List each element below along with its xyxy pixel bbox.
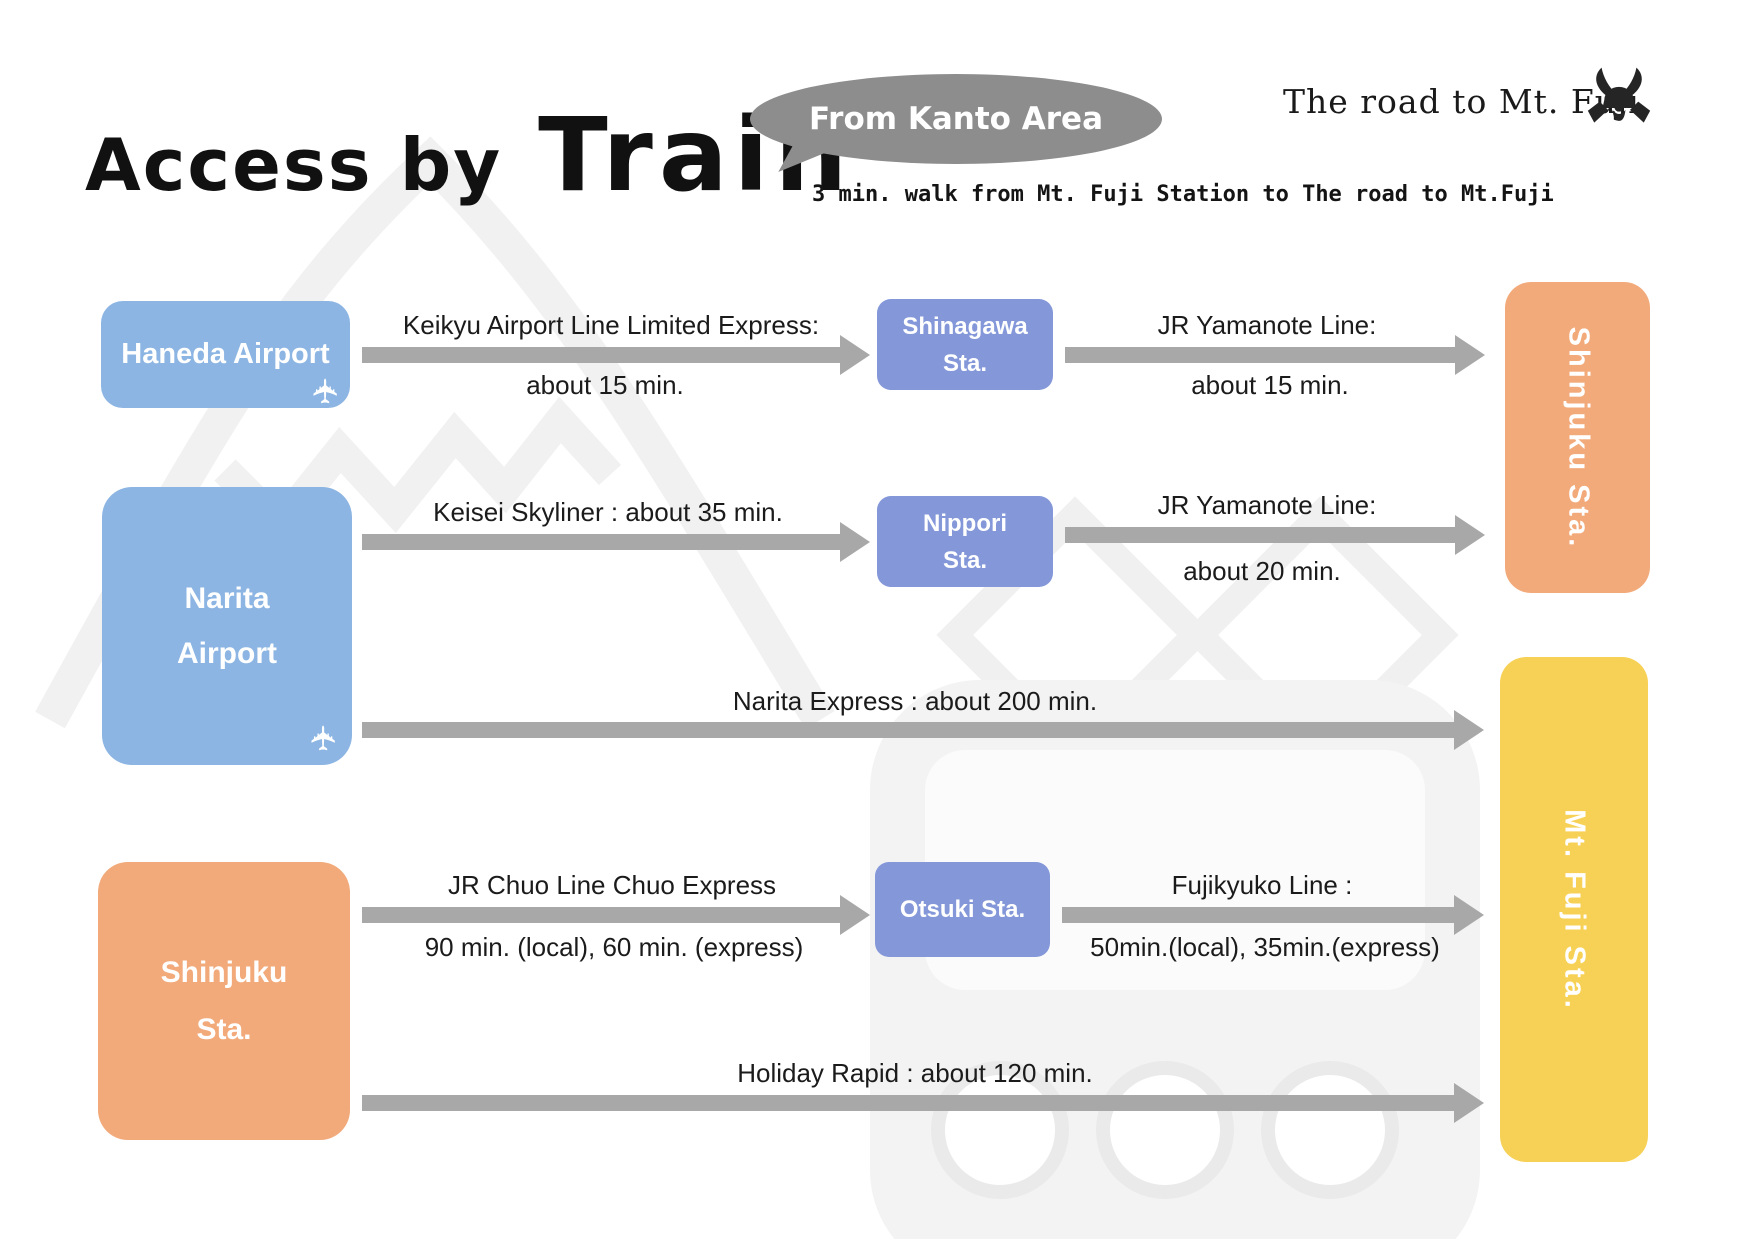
route-chuo-name: JR Chuo Line Chuo Express	[447, 870, 777, 900]
arrow-fujikyuko-head	[1454, 895, 1484, 935]
node-label: Mt. Fuji Sta.	[1558, 808, 1591, 1011]
arrow-keikyu	[362, 347, 840, 363]
node-label-line1: Shinagawa	[902, 312, 1028, 340]
page-title: Access by Train	[85, 96, 853, 215]
route-chuo-time: 90 min. (local), 60 min. (express)	[424, 932, 804, 962]
arrow-yamanote-2-head	[1455, 515, 1485, 555]
arrow-yamanote-2	[1065, 527, 1455, 543]
speech-bubble-text: From Kanto Area	[808, 101, 1103, 137]
arrow-holiday-rapid	[362, 1095, 1454, 1111]
node-shinjuku-sta-origin: Shinjuku Sta.	[98, 862, 350, 1140]
node-narita-airport: Narita Airport ✈	[102, 487, 352, 765]
arrow-chuo-head	[840, 895, 870, 935]
page-title-part1: Access by	[85, 123, 503, 207]
brand-title: The road to Mt. Fuji	[1283, 82, 1640, 121]
node-label-line1: Narita	[184, 582, 270, 615]
node-otsuki-sta: Otsuki Sta.	[875, 862, 1050, 957]
node-label: Haneda Airport	[121, 338, 330, 370]
node-shinagawa-sta: Shinagawa Sta.	[877, 299, 1053, 390]
arrow-keikyu-head	[840, 335, 870, 375]
samurai-helmet-icon	[1587, 67, 1651, 123]
node-mt-fuji-sta: Mt. Fuji Sta.	[1500, 657, 1648, 1162]
node-label-line2: Sta.	[942, 349, 987, 377]
arrow-holiday-rapid-head	[1454, 1083, 1484, 1123]
route-yamanote1-time: about 15 min.	[1191, 370, 1349, 400]
airplane-icon: ✈	[305, 376, 346, 406]
route-fujikyuko-name: Fujikyuko Line :	[1171, 870, 1353, 900]
node-label-line2: Airport	[177, 637, 277, 670]
route-narita-express-name: Narita Express : about 200 min.	[732, 686, 1098, 716]
node-label-line1: Shinjuku	[160, 956, 288, 989]
route-holiday-rapid-name: Holiday Rapid : about 120 min.	[737, 1058, 1093, 1088]
route-keikyu-name: Keikyu Airport Line Limited Express:	[402, 310, 820, 340]
node-shinjuku-sta-destination: Shinjuku Sta.	[1505, 282, 1650, 593]
route-yamanote2-time: about 20 min.	[1183, 556, 1341, 586]
route-yamanote1-name: JR Yamanote Line:	[1157, 310, 1377, 340]
node-label-line2: Sta.	[942, 546, 987, 574]
arrow-yamanote-1	[1065, 347, 1455, 363]
arrow-keisei-head	[840, 522, 870, 562]
airplane-icon: ✈	[303, 723, 344, 753]
route-keikyu-time: about 15 min.	[526, 370, 684, 400]
mount-fuji-outline-watermark	[35, 136, 835, 729]
route-fujikyuko-time: 50min.(local), 35min.(express)	[1090, 932, 1440, 962]
arrow-fujikyuko	[1062, 907, 1454, 923]
node-label: Otsuki Sta.	[899, 895, 1026, 923]
speech-bubble: From Kanto Area	[750, 74, 1162, 164]
node-nippori-sta: Nippori Sta.	[877, 496, 1053, 587]
node-label-line1: Nippori	[923, 509, 1007, 537]
route-keisei-name: Keisei Skyliner : about 35 min.	[433, 497, 783, 527]
arrow-chuo	[362, 907, 840, 923]
arrow-keisei	[362, 534, 840, 550]
node-label-line2: Sta.	[196, 1013, 252, 1046]
node-haneda-airport: Haneda Airport ✈	[101, 301, 350, 408]
arrow-narita-express	[362, 722, 1454, 738]
arrow-narita-express-head	[1454, 710, 1484, 750]
node-label: Shinjuku Sta.	[1562, 326, 1594, 549]
arrow-yamanote-1-head	[1455, 335, 1485, 375]
route-yamanote2-name: JR Yamanote Line:	[1157, 490, 1377, 520]
walk-note: 3 min. walk from Mt. Fuji Station to The…	[812, 182, 1554, 207]
train-window-watermark	[925, 750, 1425, 990]
